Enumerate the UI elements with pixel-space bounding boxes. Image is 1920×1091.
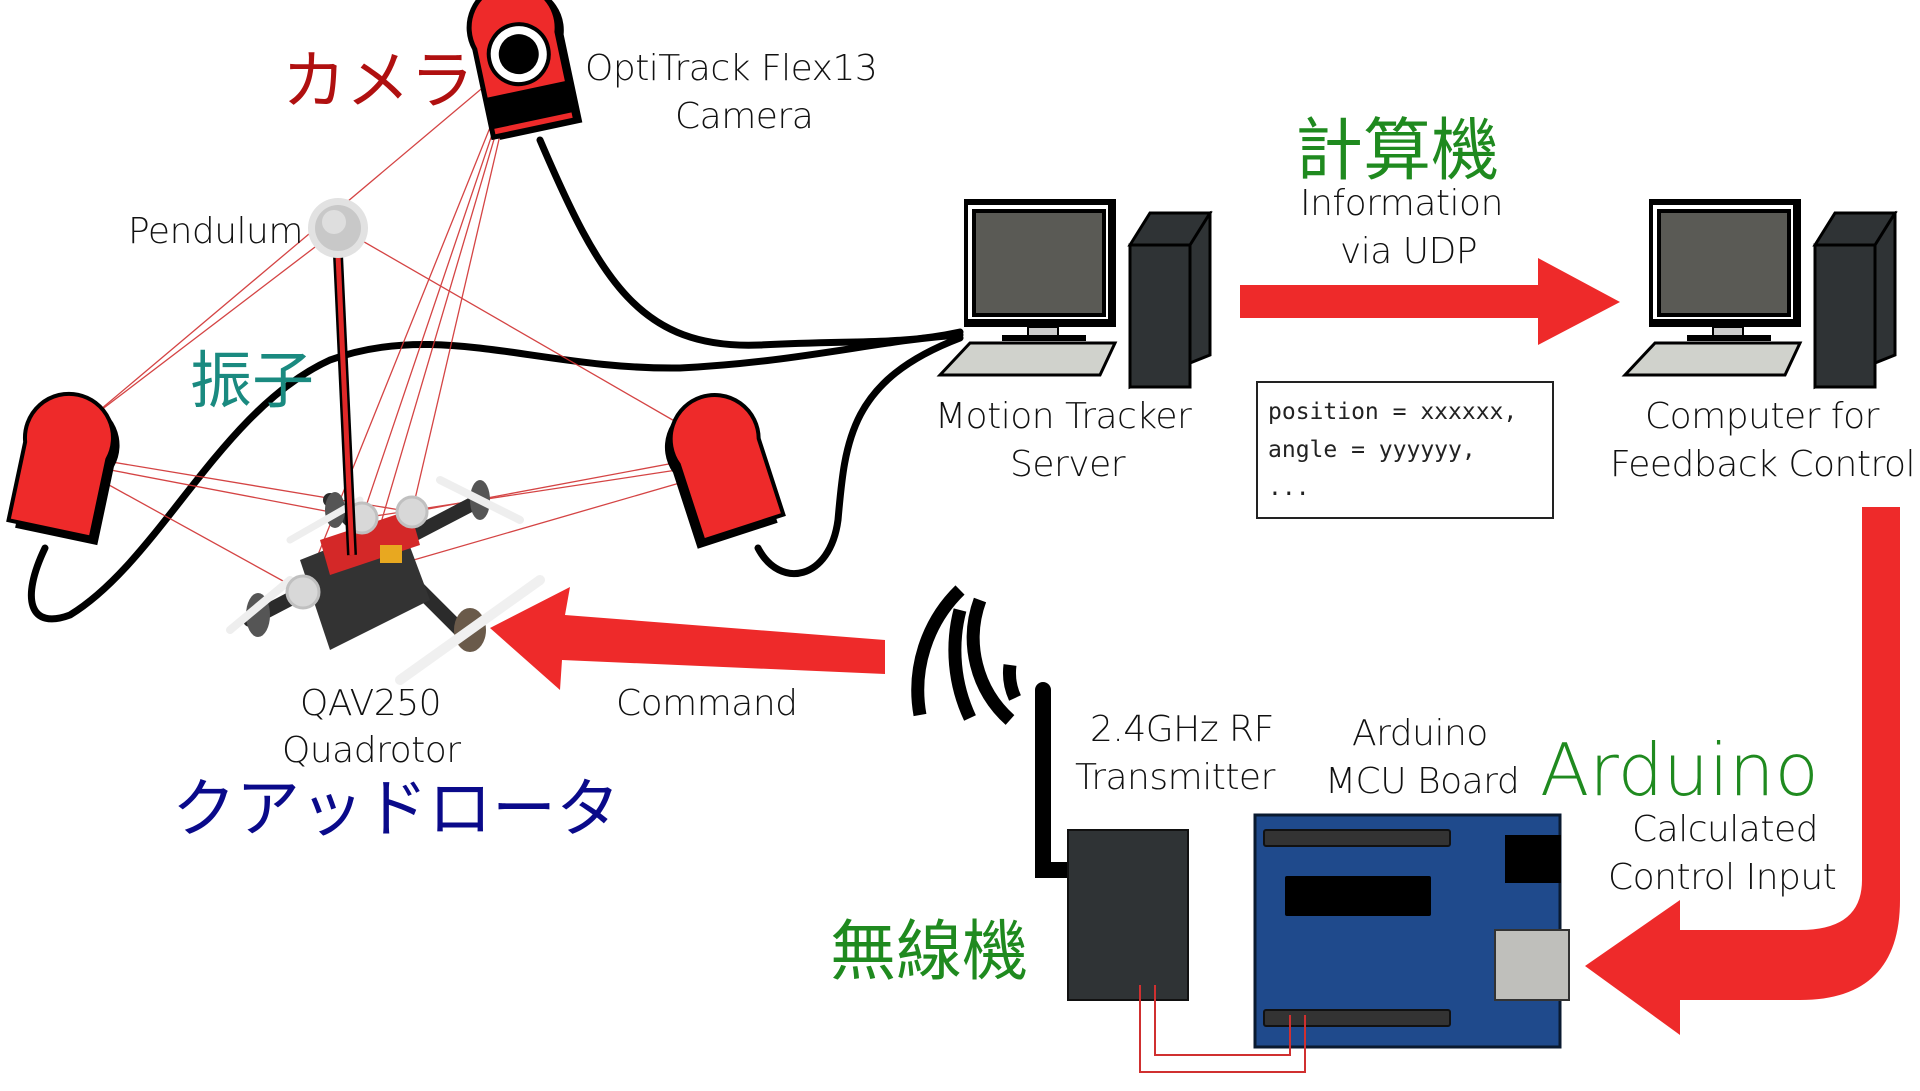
pendulum-jp-label: 振子 <box>190 344 315 417</box>
udp-label-line1: Information <box>1300 183 1503 224</box>
motion-tracker-label-line2: Server <box>1010 444 1126 485</box>
pendulum <box>308 198 368 556</box>
feedback-computer-label-line2: Feedback Control <box>1610 444 1916 485</box>
control-input-label-line1: Calculated <box>1632 809 1819 850</box>
quadrotor-image <box>226 476 545 685</box>
udp-label-line2: via UDP <box>1340 231 1478 272</box>
camera-top <box>466 0 583 141</box>
arduino-brand-label: Arduino <box>1540 728 1819 812</box>
control-input-label-line2: Control Input <box>1608 857 1837 898</box>
arrow-control-input <box>1585 507 1900 1035</box>
transmitter-label-line2: Transmitter <box>1075 757 1275 798</box>
camera-left <box>6 391 120 546</box>
camera-en-label-line2: Camera <box>675 96 814 137</box>
arduino-label-line2: MCU Board <box>1325 761 1520 802</box>
transmitter-jp-label: 無線機 <box>830 913 1028 990</box>
cable-top-camera <box>536 136 964 349</box>
packet-line-angle: angle = yyyyyy, <box>1268 437 1476 463</box>
feedback-computer-label-line1: Computer for <box>1645 396 1879 437</box>
cable-left-camera <box>27 331 964 623</box>
packet-example-box: position = xxxxxx, angle = yyyyyy, ... <box>1256 381 1554 519</box>
cables <box>27 136 964 623</box>
camera-right <box>664 393 786 549</box>
cable-right-camera <box>754 334 964 577</box>
command-label: Command <box>616 683 798 724</box>
arduino-label-line1: Arduino <box>1352 713 1488 754</box>
quadrotor-jp-label: クアッドロータ <box>172 773 620 847</box>
camera-en-label-line1: OptiTrack Flex13 <box>585 48 878 89</box>
serial-wires <box>1139 985 1306 1073</box>
motion-tracker-computer <box>936 199 1213 390</box>
camera-jp-label: カメラ <box>282 45 474 119</box>
wifi-signal-icon <box>911 585 1022 725</box>
packet-line-ellipsis: ... <box>1268 475 1310 501</box>
transmitter-label-line1: 2.4GHz RF <box>1090 709 1274 750</box>
quadrotor-label-line2: Quadrotor <box>282 730 461 771</box>
tracking-rays <box>87 57 691 593</box>
rf-transmitter <box>1035 682 1189 1001</box>
quadrotor-label-line1: QAV250 <box>300 683 442 724</box>
motion-tracker-label-line1: Motion Tracker <box>935 396 1192 437</box>
pendulum-en-label: Pendulum <box>128 211 303 252</box>
arduino-board <box>1253 813 1570 1049</box>
arrow-command <box>490 587 885 690</box>
packet-line-position: position = xxxxxx, <box>1268 399 1518 425</box>
feedback-control-computer <box>1621 199 1898 390</box>
computers-jp-label: 計算機 <box>1295 112 1500 191</box>
arrow-udp <box>1240 258 1620 345</box>
